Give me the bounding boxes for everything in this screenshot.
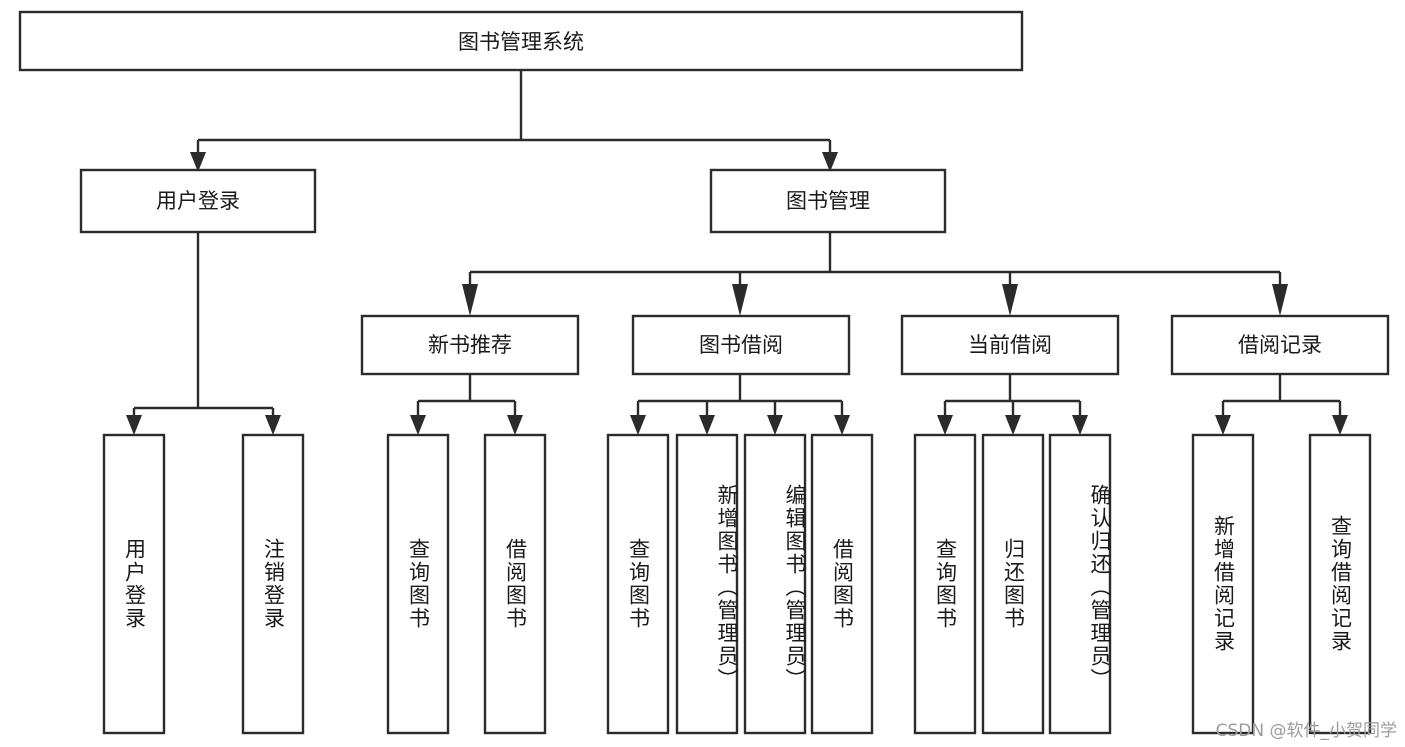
node-box-leaf-bb-borrow-book[interactable] [810,433,874,735]
arrow-nb-leaf1 [410,415,426,435]
node-box-book-manage[interactable] [709,168,947,234]
node-label-book-borrow: 图书借阅 [699,333,783,357]
node-box-leaf-bb-query-book[interactable] [606,433,670,735]
node-box-new-book-recommend[interactable] [360,314,580,376]
node-box-borrow-record[interactable] [1170,314,1390,376]
edges-group [126,70,1348,435]
node-box-leaf-user-login[interactable] [102,433,166,735]
node-box-leaf-cb-return-book[interactable] [981,433,1045,735]
node-box-user-login[interactable] [79,168,317,234]
csdn-watermark: CSDN @软件_小贺同学 [1215,721,1397,741]
node-box-book-borrow[interactable] [631,314,851,376]
node-box-leaf-br-add-record[interactable] [1191,433,1255,735]
arrow-bm-to-current-borrow [1002,284,1018,316]
arrow-cb-leaf2 [1005,415,1021,435]
nodes-group: 图书管理系统 用户登录 图书管理 新书推荐 图书借阅 当前借阅 借阅记录 [18,10,1390,735]
node-label-current-borrow: 当前借阅 [968,333,1052,357]
arrow-ul-leaf1 [126,415,142,435]
arrow-ul-leaf2 [265,415,281,435]
node-box-leaf-cb-query-book[interactable] [913,433,977,735]
node-box-root[interactable] [18,10,1024,72]
node-label-borrow-record: 借阅记录 [1238,333,1322,357]
node-box-leaf-nb-query-book[interactable] [386,433,450,735]
node-box-leaf-bb-add-book[interactable] [675,433,739,735]
node-box-leaf-cb-confirm-return[interactable] [1048,433,1112,735]
node-box-leaf-br-query-record[interactable] [1308,433,1372,735]
arrow-cb-leaf3 [1072,415,1088,435]
arrow-bb-leaf4 [834,415,850,435]
arrow-cb-leaf1 [937,415,953,435]
arrow-nb-leaf2 [507,415,523,435]
arrow-br-leaf2 [1332,415,1348,435]
node-box-leaf-logout-login[interactable] [241,433,305,735]
arrow-bb-leaf1 [630,415,646,435]
arrow-bb-leaf2 [699,415,715,435]
node-box-leaf-bb-edit-book[interactable] [743,433,807,735]
arrow-bm-to-borrow-record [1272,284,1288,316]
node-label-user-login: 用户登录 [156,189,240,213]
node-box-leaf-nb-borrow-book[interactable] [483,433,547,735]
arrow-bm-to-book-borrow [732,284,748,316]
node-label-book-manage: 图书管理 [786,189,870,213]
node-label-new-book-recommend: 新书推荐 [428,333,512,357]
arrow-root-to-user-login [190,152,206,172]
node-box-current-borrow[interactable] [900,314,1120,376]
arrow-bm-to-new-book [462,284,478,316]
arrow-br-leaf1 [1215,415,1231,435]
arrow-bb-leaf3 [767,415,783,435]
node-label-root: 图书管理系统 [458,30,584,54]
arrow-root-to-book-manage [822,152,838,172]
